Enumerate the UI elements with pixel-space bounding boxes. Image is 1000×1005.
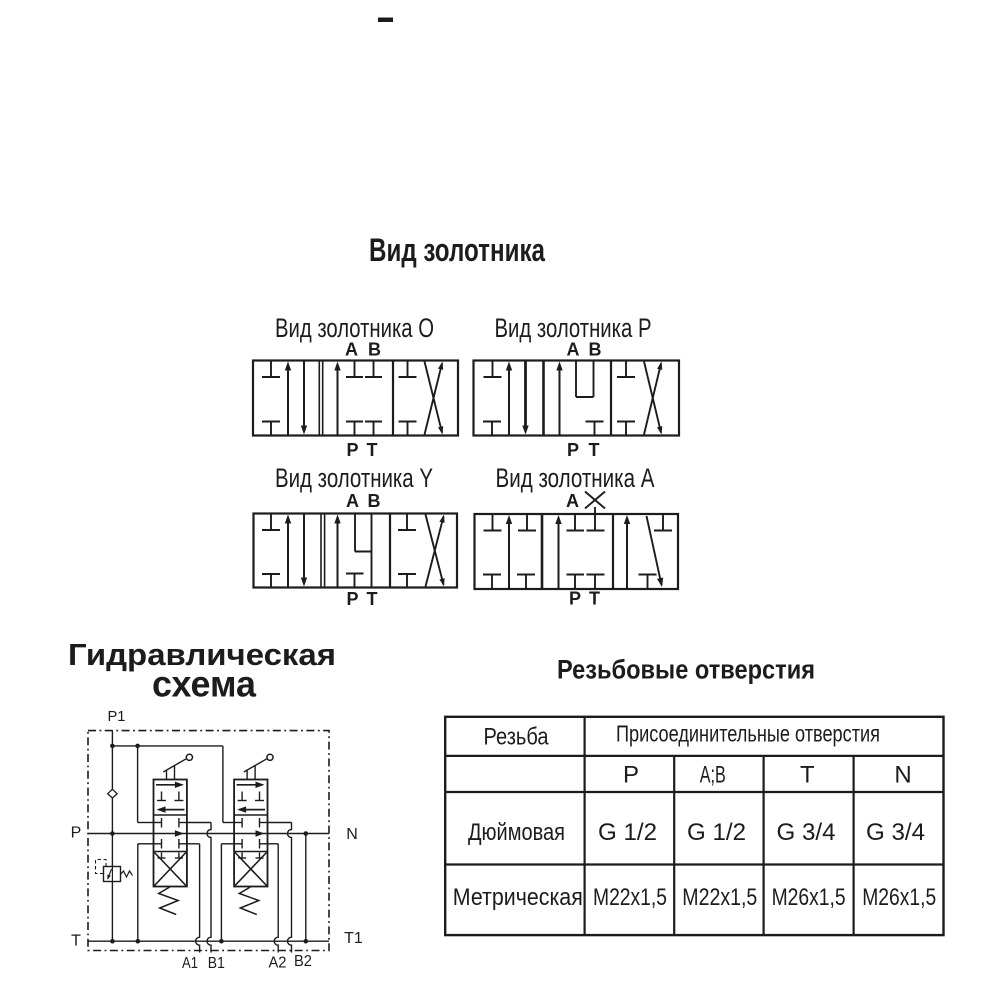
svg-text:М26х1,5: М26х1,5 xyxy=(772,884,846,911)
svg-text:М22х1,5: М22х1,5 xyxy=(682,884,757,911)
svg-text:N: N xyxy=(894,762,911,789)
svg-text:А;В: А;В xyxy=(700,762,726,789)
svg-text:Вид золотника Р: Вид золотника Р xyxy=(495,313,652,343)
svg-text:Резьба: Резьба xyxy=(484,724,550,751)
svg-text:А: А xyxy=(346,491,359,511)
svg-text:A2: A2 xyxy=(269,955,287,972)
svg-text:Т: Т xyxy=(589,440,600,460)
svg-text:Р: Р xyxy=(569,589,581,609)
svg-text:N: N xyxy=(346,826,358,843)
svg-text:G 3/4: G 3/4 xyxy=(777,819,836,846)
svg-text:G 3/4: G 3/4 xyxy=(866,819,925,846)
svg-text:Р: Р xyxy=(346,589,358,609)
svg-text:P1: P1 xyxy=(108,708,126,725)
svg-text:G 1/2: G 1/2 xyxy=(687,819,746,846)
svg-text:B1: B1 xyxy=(208,955,225,972)
svg-text:М22х1,5: М22х1,5 xyxy=(593,884,667,911)
svg-text:Резьбовые отверстия: Резьбовые отверстия xyxy=(557,655,815,685)
svg-text:В: В xyxy=(368,340,381,360)
svg-text:Вид золотника А: Вид золотника А xyxy=(496,463,655,493)
svg-text:Вид золотника О: Вид золотника О xyxy=(275,313,434,343)
svg-text:G 1/2: G 1/2 xyxy=(598,819,657,846)
svg-text:T1: T1 xyxy=(344,930,363,947)
svg-text:А: А xyxy=(345,340,358,360)
svg-text:В: В xyxy=(589,340,602,360)
svg-text:Т: Т xyxy=(71,933,81,950)
svg-text:Т: Т xyxy=(800,762,815,789)
svg-text:Р: Р xyxy=(623,762,639,789)
svg-text:Р: Р xyxy=(346,440,358,460)
svg-text:Р: Р xyxy=(567,440,579,460)
svg-text:В: В xyxy=(368,491,381,511)
svg-text:Гидравлическая: Гидравлическая xyxy=(68,637,336,672)
svg-text:Т: Т xyxy=(589,589,600,609)
svg-text:Т: Т xyxy=(367,440,378,460)
svg-text:A1: A1 xyxy=(182,955,198,972)
svg-text:схема: схема xyxy=(152,664,256,705)
svg-text:B2: B2 xyxy=(294,953,312,970)
svg-text:А: А xyxy=(567,340,580,360)
svg-text:Р: Р xyxy=(71,825,82,842)
svg-text:Вид золотника Y: Вид золотника Y xyxy=(275,463,433,493)
svg-text:А: А xyxy=(566,491,579,511)
svg-text:Присоединительные отверстия: Присоединительные отверстия xyxy=(616,721,880,747)
svg-text:Дюймовая: Дюймовая xyxy=(468,819,565,846)
svg-text:Т: Т xyxy=(367,589,378,609)
svg-text:Вид золотника: Вид золотника xyxy=(369,232,545,268)
svg-text:М26х1,5: М26х1,5 xyxy=(862,884,936,911)
svg-text:Метрическая: Метрическая xyxy=(453,884,583,911)
